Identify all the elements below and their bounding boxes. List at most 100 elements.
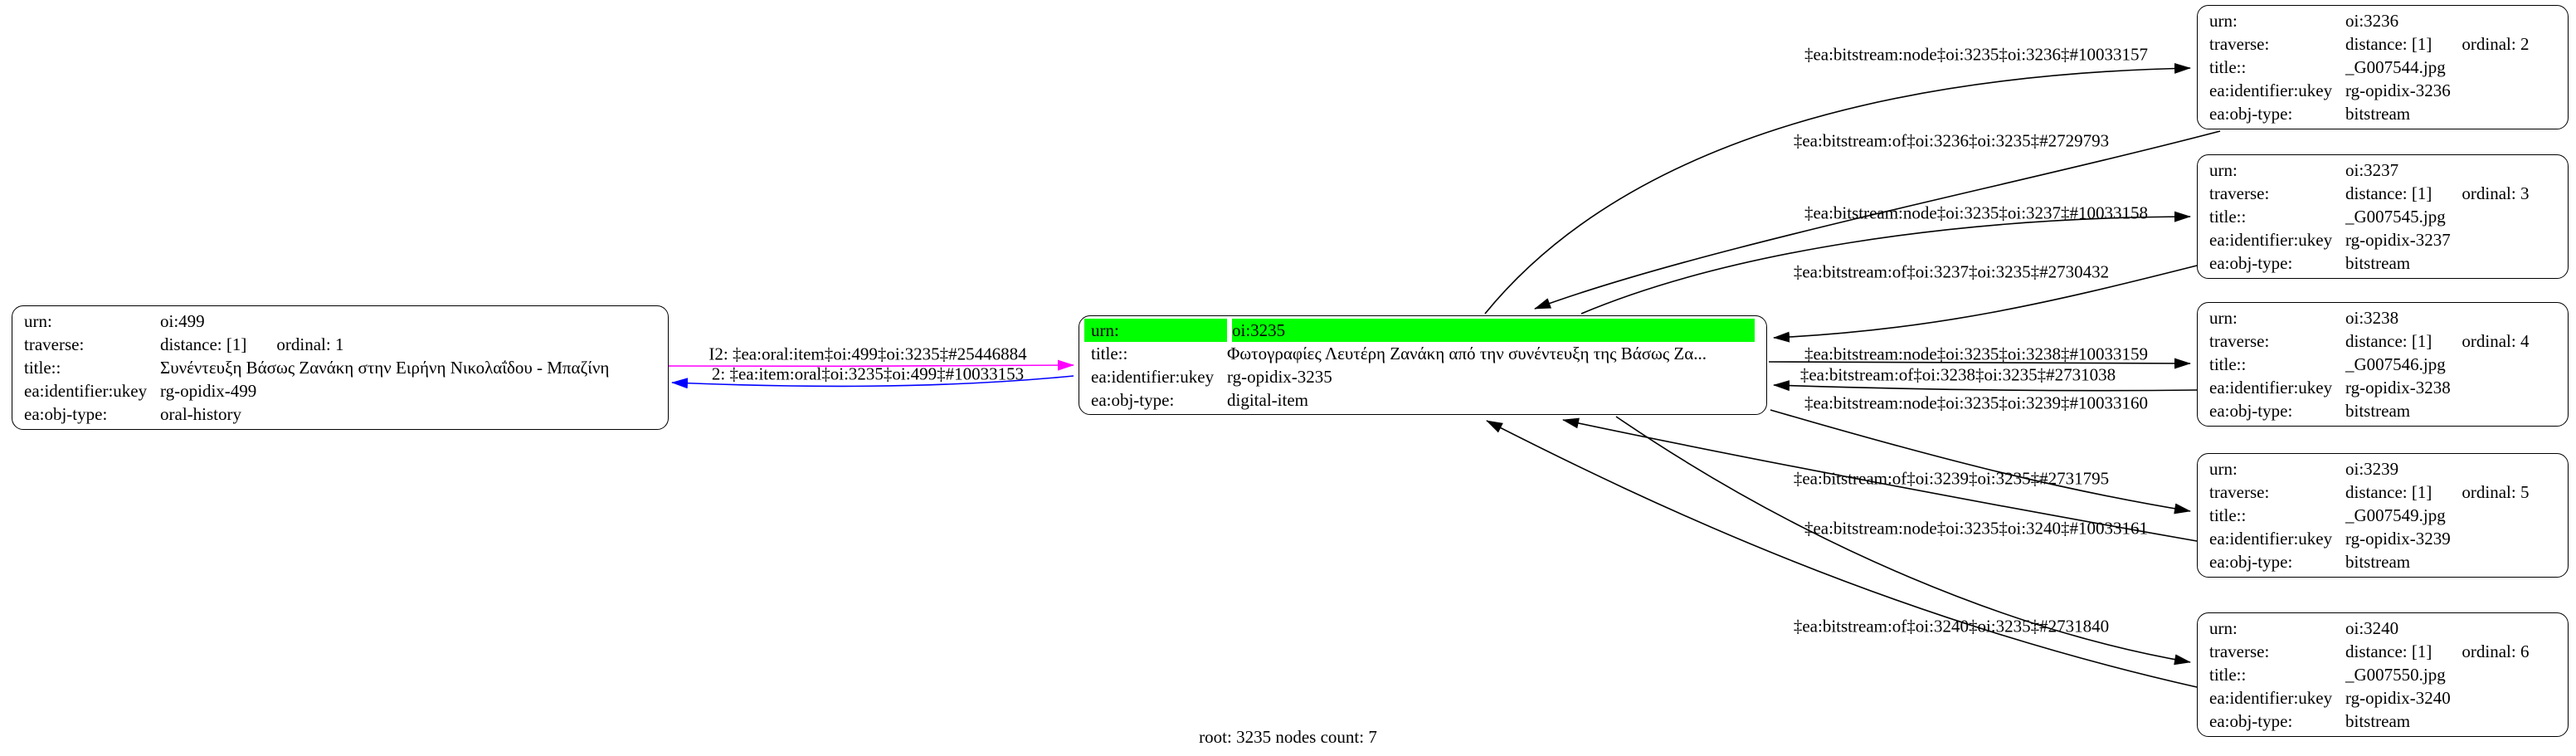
field-value-ordinal: ordinal: 4	[2462, 331, 2530, 351]
field-value: _G007549.jpg	[2345, 505, 2446, 525]
edge-ea-bitstream-of-3237-3235	[1773, 265, 2198, 343]
field-value-ordinal: ordinal: 2	[2462, 34, 2530, 54]
field-value: _G007550.jpg	[2345, 665, 2446, 685]
edge-ea-bitstream-node-3235-3240-label: ‡ea:bitstream:node‡oi:3235‡oi:3240‡#1003…	[1804, 518, 2149, 539]
node-field-row: title::_G007545.jpg	[2203, 205, 2563, 228]
node-field-row: title::_G007550.jpg	[2203, 663, 2563, 686]
node-field-row: ea:obj-type: digital-item	[1084, 388, 1761, 412]
edge-ea-bitstream-node-3235-3236-label: ‡ea:bitstream:node‡oi:3235‡oi:3236‡#1003…	[1804, 44, 2149, 65]
node-field-row: ea:obj-type:bitstream	[2203, 550, 2563, 573]
field-value: distance: [1]	[2345, 183, 2432, 203]
node-field-row: title::_G007544.jpg	[2203, 56, 2563, 79]
field-value: oi:499	[160, 311, 205, 331]
edge-ea-bitstream-of-3238-3235-label: ‡ea:bitstream:of‡oi:3238‡oi:3235‡#273103…	[1799, 364, 2116, 385]
field-label: urn:	[2209, 11, 2238, 31]
node-field-row: ea:obj-type:bitstream	[2203, 251, 2563, 275]
field-label: title::	[2209, 665, 2247, 685]
field-value: bitstream	[2345, 253, 2411, 273]
node-oi-3237[interactable]: urn: oi:3237 traverse: distance: [1] ordinal…	[2197, 154, 2569, 279]
edge-ea-bitstream-of-3239-3235	[1562, 417, 2198, 542]
edge-ea-item-oral-3235-499-label: 2: ‡ea:item:oral‡oi:3235‡oi:499‡#1003315…	[711, 363, 1025, 384]
field-value: distance: [1]	[2345, 641, 2432, 661]
field-value: oi:3235	[1232, 319, 1755, 342]
field-value: rg-opidix-3236	[2345, 80, 2451, 100]
field-label: ea:obj-type:	[2209, 552, 2293, 572]
edge-ea-bitstream-node-3235-3236	[1484, 62, 2191, 315]
edge-ea-bitstream-node-3235-3238	[1768, 358, 2191, 369]
field-value: distance: [1]	[2345, 331, 2432, 351]
field-label: ea:identifier:ukey	[24, 381, 148, 401]
field-label: ea:obj-type:	[2209, 401, 2293, 421]
field-value: bitstream	[2345, 104, 2411, 124]
field-label: traverse:	[2209, 641, 2270, 661]
field-value: _G007544.jpg	[2345, 57, 2446, 77]
field-label: title::	[2209, 57, 2247, 77]
field-value: bitstream	[2345, 711, 2411, 731]
field-value: distance: [1]	[2345, 34, 2432, 54]
field-label: ea:obj-type:	[1091, 390, 1175, 410]
field-label: title::	[24, 358, 61, 378]
node-field-row: urn: oi:3236	[2203, 9, 2563, 32]
field-value: oi:3239	[2345, 459, 2399, 479]
edge-ea-bitstream-of-3239-3235-label: ‡ea:bitstream:of‡oi:3239‡oi:3235‡#273179…	[1793, 468, 2110, 489]
field-label: urn:	[2209, 459, 2238, 479]
node-field-row: urn: oi:3237	[2203, 159, 2563, 182]
edge-ea-oral-item-499-3235	[668, 359, 1074, 371]
field-value: _G007545.jpg	[2345, 207, 2446, 227]
field-label: ea:identifier:ukey	[2209, 378, 2333, 398]
edge-ea-oral-item-499-3235-label: I2: ‡ea:oral:item‡oi:499‡oi:3235‡#254468…	[709, 344, 1027, 364]
field-label: traverse:	[2209, 183, 2270, 203]
field-label: title::	[2209, 505, 2247, 525]
node-field-row: traverse: distance: [1] ordinal: 3	[2203, 182, 2563, 205]
edge-ea-bitstream-of-3238-3235	[1773, 380, 2198, 392]
node-field-row: ea:identifier:ukey rg-opidix-3235	[1084, 365, 1761, 388]
field-value-ordinal: ordinal: 5	[2462, 482, 2530, 502]
node-field-row: traverse: distance: [1] ordinal: 6	[2203, 640, 2563, 663]
node-field-row: urn:oi:499	[17, 310, 663, 333]
edge-ea-bitstream-node-3235-3237	[1580, 211, 2191, 315]
field-value: oi:3237	[2345, 160, 2399, 180]
field-value: oi:3240	[2345, 618, 2399, 638]
node-field-row: urn:oi:3238	[2203, 306, 2563, 329]
field-label: traverse:	[2209, 482, 2270, 502]
node-field-row: traverse:distance: [1]ordinal: 4	[2203, 329, 2563, 353]
field-value: bitstream	[2345, 401, 2411, 421]
node-field-row: title::Φωτογραφίες Λευτέρη Ζανάκη από τη…	[1084, 342, 1761, 365]
field-value-ordinal: ordinal: 6	[2462, 641, 2530, 661]
edge-ea-bitstream-node-3235-3237-label: ‡ea:bitstream:node‡oi:3235‡oi:3237‡#1003…	[1804, 202, 2149, 223]
edge-ea-bitstream-node-3235-3239	[1770, 409, 2191, 515]
edge-ea-bitstream-node-3235-3239-label: ‡ea:bitstream:node‡oi:3235‡oi:3239‡#1003…	[1804, 393, 2149, 413]
node-field-row: traverse:distance: [1]ordinal: 2	[2203, 32, 2563, 56]
field-label: ea:identifier:ukey	[1091, 367, 1215, 387]
field-value: distance: [1]	[160, 334, 247, 354]
field-value: rg-opidix-3237	[2345, 230, 2451, 250]
field-label: title::	[1091, 344, 1128, 363]
field-value-ordinal: ordinal: 3	[2462, 183, 2530, 203]
node-field-row: ea:identifier:ukey rg-opidix-3237	[2203, 228, 2563, 251]
field-value: rg-opidix-3235	[1227, 367, 1332, 387]
graph-caption: root: 3235 nodes count: 7	[1199, 727, 1377, 747]
field-label: ea:obj-type:	[2209, 104, 2293, 124]
field-label: urn:	[2209, 160, 2238, 180]
field-value: _G007546.jpg	[2345, 354, 2446, 374]
field-value-ordinal: ordinal: 1	[276, 334, 344, 354]
node-field-row: urn:oi:3240	[2203, 617, 2563, 640]
field-label: ea:obj-type:	[2209, 711, 2293, 731]
field-label: urn:	[1084, 319, 1227, 342]
field-label: title::	[2209, 207, 2247, 227]
edge-ea-bitstream-of-3240-3235-label: ‡ea:bitstream:of‡oi:3240‡oi:3235‡#273184…	[1793, 616, 2110, 637]
field-label: ea:identifier:ukey	[2209, 230, 2333, 250]
edge-ea-item-oral-3235-499	[671, 375, 1074, 389]
field-value: oi:3236	[2345, 11, 2399, 31]
field-value: digital-item	[1227, 390, 1308, 410]
field-value: rg-opidix-3238	[2345, 378, 2451, 398]
